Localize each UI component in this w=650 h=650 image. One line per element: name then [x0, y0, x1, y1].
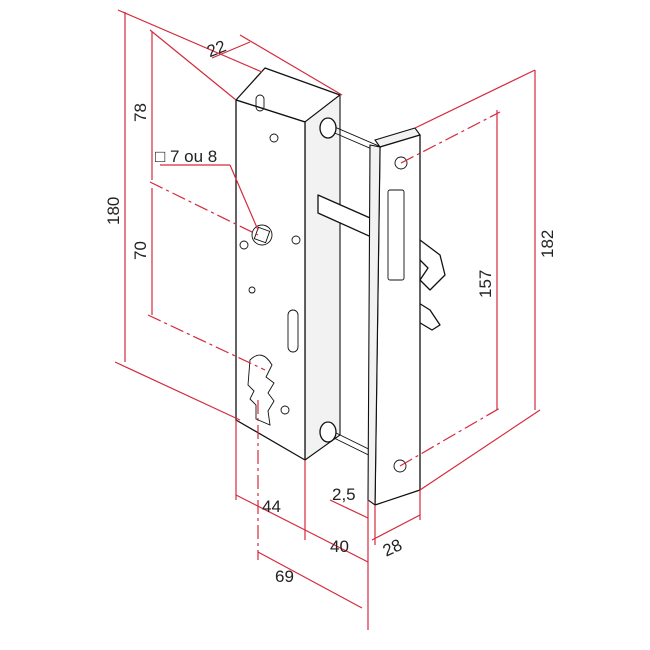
rod-nut-top — [319, 117, 337, 139]
dim-label-70: 70 — [131, 241, 150, 260]
dim-label-40: 40 — [330, 537, 349, 556]
cylinder-cutout — [247, 354, 275, 426]
spindle-label: □ 7 ou 8 — [155, 147, 217, 166]
screw-icon — [291, 235, 301, 245]
screw-icon — [248, 286, 256, 294]
lock-slot — [287, 309, 299, 353]
dimension-lines — [114, 9, 541, 630]
faceplate-screw-bottom — [393, 459, 407, 473]
screw-icon — [269, 133, 279, 143]
faceplate-screw-top — [394, 156, 408, 170]
faceplate-slot — [387, 189, 405, 281]
threaded-rod-top — [329, 124, 389, 151]
dim-label-157: 157 — [476, 270, 495, 298]
screw-icon — [239, 240, 249, 250]
lock-body — [235, 67, 341, 462]
faceplate-front — [374, 134, 421, 506]
spindle-hub — [251, 224, 273, 246]
faceplate — [367, 127, 421, 507]
dim-label-2-5: 2,5 — [332, 485, 356, 504]
dim-label-69: 69 — [275, 567, 294, 586]
dim-label-78: 78 — [131, 103, 150, 122]
screw-icon — [280, 405, 290, 415]
dim-label-180: 180 — [104, 197, 123, 225]
spindle-square — [253, 226, 271, 244]
dim-label-182: 182 — [538, 230, 557, 258]
dim-label-44: 44 — [262, 497, 281, 516]
dim-label-22: 22 — [204, 36, 229, 61]
dim-label-28: 28 — [380, 535, 405, 560]
top-slot — [255, 94, 265, 112]
lock-side-face — [304, 93, 341, 462]
hook-bolt — [317, 194, 446, 291]
rod-nut-bottom — [319, 421, 337, 443]
